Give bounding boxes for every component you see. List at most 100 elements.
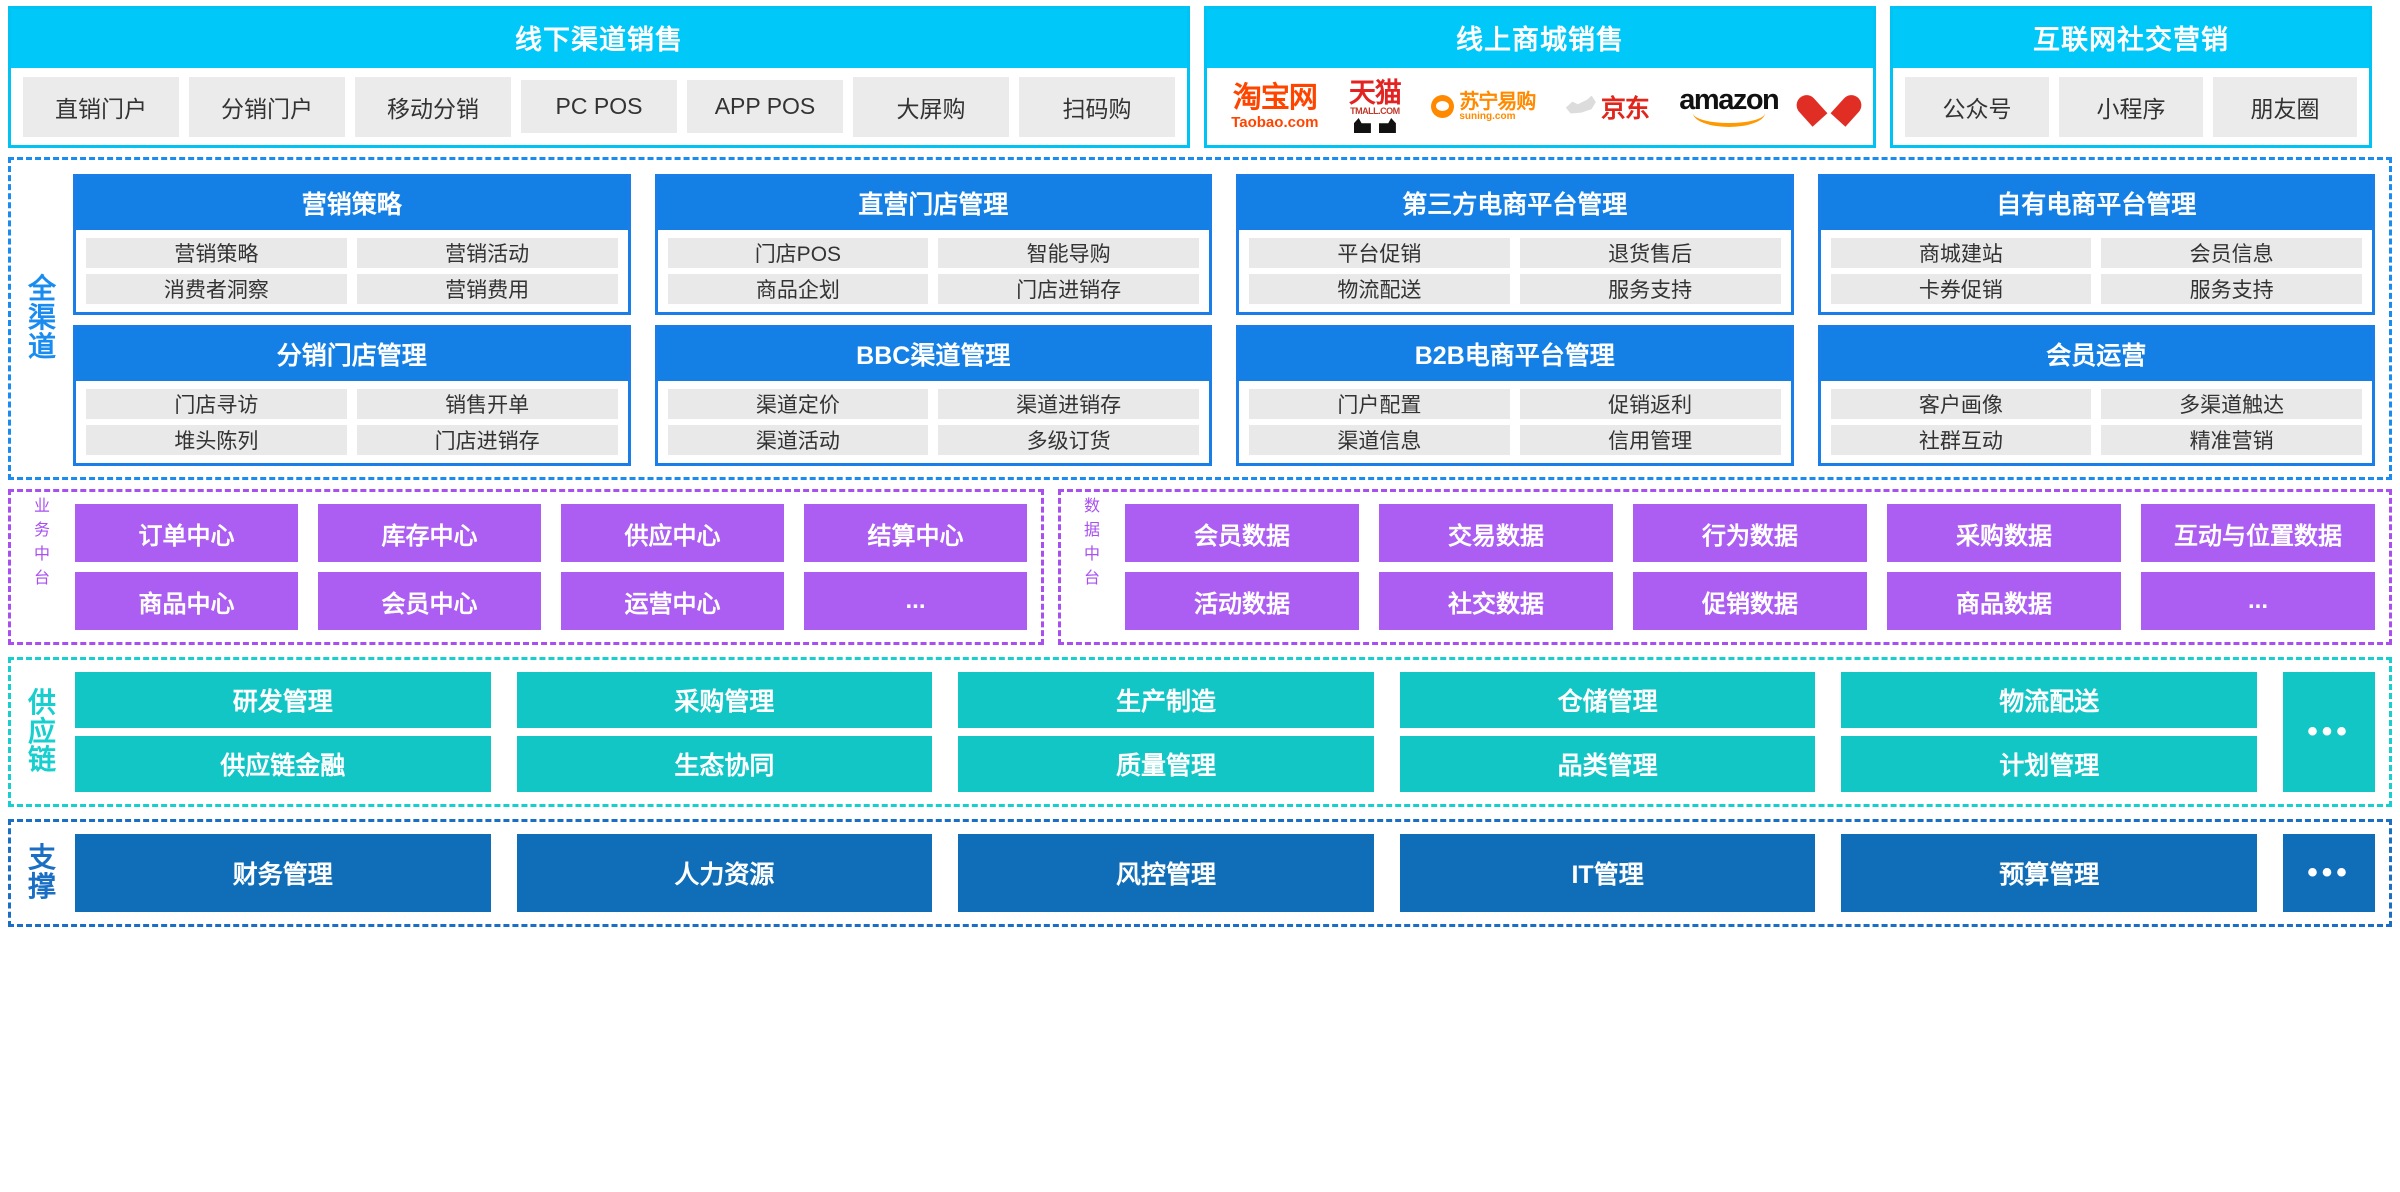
module-item[interactable]: 门店进销存 xyxy=(938,274,1199,304)
channel-chip-app-pos[interactable]: APP POS xyxy=(687,80,843,133)
data-tile-member-data[interactable]: 会员数据 xyxy=(1125,504,1359,562)
module-title: 营销策略 xyxy=(76,177,628,230)
supply-tile-quality-management[interactable]: 质量管理 xyxy=(958,736,1374,792)
module-item[interactable]: 服务支持 xyxy=(1519,274,1781,304)
supply-tile-procurement-management[interactable]: 采购管理 xyxy=(516,672,933,728)
data-label-char-1: 数 xyxy=(1083,498,1100,515)
business-platform-box: 业 务 中 台 订单中心 库存中心 供应中心 结算中心 商品中心 会员中心 运营… xyxy=(8,489,1044,645)
module-item[interactable]: 精准营销 xyxy=(2101,425,2362,455)
module-item[interactable]: 信用管理 xyxy=(1519,425,1781,455)
module-item[interactable]: 渠道活动 xyxy=(667,425,929,455)
module-item[interactable]: 退货售后 xyxy=(1519,238,1781,268)
channel-chip-bigscreen-buy[interactable]: 大屏购 xyxy=(853,76,1009,137)
module-item[interactable]: 卡券促销 xyxy=(1830,274,2092,304)
data-tile-campaign-data[interactable]: 活动数据 xyxy=(1125,572,1359,630)
data-tile-more[interactable]: ... xyxy=(2141,572,2375,630)
data-tile-promotion-data[interactable]: 促销数据 xyxy=(1633,572,1867,630)
supply-tile-planning-management[interactable]: 计划管理 xyxy=(1841,736,2257,792)
module-item[interactable]: 服务支持 xyxy=(2101,274,2362,304)
supply-tile-category-management[interactable]: 品类管理 xyxy=(1399,736,1816,792)
data-tile-product-data[interactable]: 商品数据 xyxy=(1887,572,2121,630)
module-title: 第三方电商平台管理 xyxy=(1239,177,1791,230)
channel-chip-distribution-portal[interactable]: 分销门户 xyxy=(189,76,345,137)
supply-tile-manufacturing[interactable]: 生产制造 xyxy=(958,672,1374,728)
module-item[interactable]: 渠道信息 xyxy=(1249,425,1510,455)
amazon-logo-text: amazon xyxy=(1679,84,1779,116)
channel-chip-direct-portal[interactable]: 直销门户 xyxy=(23,76,179,137)
module-item[interactable]: 渠道定价 xyxy=(667,389,929,419)
omnichannel-label-char-2: 渠 xyxy=(27,302,56,334)
module-item[interactable]: 商品企划 xyxy=(667,274,929,304)
module-items: 渠道定价 渠道进销存 渠道活动 多级订货 xyxy=(658,381,1210,463)
module-item[interactable]: 平台促销 xyxy=(1249,238,1510,268)
module-item[interactable]: 促销返利 xyxy=(1519,389,1781,419)
module-item[interactable]: 社群互动 xyxy=(1830,425,2092,455)
supply-tile-logistics-delivery[interactable]: 物流配送 xyxy=(1841,672,2257,728)
business-tile-product-center[interactable]: 商品中心 xyxy=(75,572,298,630)
social-marketing-title: 互联网社交营销 xyxy=(1893,9,2369,68)
supply-tile-supply-chain-finance[interactable]: 供应链金融 xyxy=(75,736,491,792)
data-tile-procurement-data[interactable]: 采购数据 xyxy=(1887,504,2121,562)
support-tile-budget-management[interactable]: 预算管理 xyxy=(1841,834,2257,912)
module-item[interactable]: 堆头陈列 xyxy=(86,425,347,455)
business-tile-order-center[interactable]: 订单中心 xyxy=(75,504,298,562)
module-card-third-party-ecommerce: 第三方电商平台管理 平台促销 退货售后 物流配送 服务支持 xyxy=(1236,174,1794,315)
module-item[interactable]: 会员信息 xyxy=(2101,238,2362,268)
module-item[interactable]: 渠道进销存 xyxy=(938,389,1199,419)
module-item[interactable]: 门店进销存 xyxy=(356,425,618,455)
module-item[interactable]: 门户配置 xyxy=(1249,389,1510,419)
module-card-distribution-store-management: 分销门店管理 门店寻访 销售开单 堆头陈列 门店进销存 xyxy=(73,325,631,466)
support-band: 支 撑 财务管理 人力资源 风控管理 IT管理 预算管理 ••• xyxy=(8,819,2392,927)
business-tile-more[interactable]: ... xyxy=(804,572,1027,630)
support-label-char-2: 撑 xyxy=(27,871,56,902)
module-items: 门店寻访 销售开单 堆头陈列 门店进销存 xyxy=(76,381,628,463)
data-tile-behavior-data[interactable]: 行为数据 xyxy=(1633,504,1867,562)
support-tile-finance-management[interactable]: 财务管理 xyxy=(75,834,491,912)
supply-tile-warehouse-management[interactable]: 仓储管理 xyxy=(1399,672,1816,728)
jd-logo-text: 京东 xyxy=(1600,94,1650,123)
data-tile-social-data[interactable]: 社交数据 xyxy=(1379,572,1613,630)
supply-tile-more[interactable]: ••• xyxy=(2283,672,2375,792)
module-item[interactable]: 门店寻访 xyxy=(86,389,347,419)
module-item[interactable]: 销售开单 xyxy=(356,389,618,419)
business-label-char-2: 务 xyxy=(33,522,50,539)
module-item[interactable]: 客户画像 xyxy=(1830,389,2092,419)
data-tile-transaction-data[interactable]: 交易数据 xyxy=(1379,504,1613,562)
module-item[interactable]: 消费者洞察 xyxy=(86,274,347,304)
support-tile-human-resources[interactable]: 人力资源 xyxy=(516,834,933,912)
support-tile-more[interactable]: ••• xyxy=(2283,834,2375,912)
channel-chip-mini-program[interactable]: 小程序 xyxy=(2059,76,2203,137)
channel-chip-official-account[interactable]: 公众号 xyxy=(1905,76,2049,137)
suning-logo-domain: suning.com xyxy=(1459,110,1516,122)
support-label: 支 撑 xyxy=(11,822,73,924)
business-tile-operations-center[interactable]: 运营中心 xyxy=(561,572,784,630)
module-title: 分销门店管理 xyxy=(76,328,628,381)
module-item[interactable]: 商城建站 xyxy=(1830,238,2092,268)
data-label-char-3: 中 xyxy=(1083,546,1100,563)
supply-tile-ecosystem-collaboration[interactable]: 生态协同 xyxy=(516,736,933,792)
module-item[interactable]: 多渠道触达 xyxy=(2101,389,2362,419)
business-tile-supply-center[interactable]: 供应中心 xyxy=(561,504,784,562)
module-item[interactable]: 营销活动 xyxy=(356,238,618,268)
channel-chip-scan-buy[interactable]: 扫码购 xyxy=(1019,76,1175,137)
channel-chip-pc-pos[interactable]: PC POS xyxy=(521,80,677,133)
data-platform-box: 数 据 中 台 会员数据 交易数据 行为数据 采购数据 互动与位置数据 活动数据… xyxy=(1058,489,2392,645)
data-platform-grid: 会员数据 交易数据 行为数据 采购数据 互动与位置数据 活动数据 社交数据 促销… xyxy=(1123,492,2389,642)
data-tile-interaction-location-data[interactable]: 互动与位置数据 xyxy=(2141,504,2375,562)
business-tile-settlement-center[interactable]: 结算中心 xyxy=(804,504,1027,562)
module-item[interactable]: 智能导购 xyxy=(938,238,1199,268)
module-item[interactable]: 营销策略 xyxy=(86,238,347,268)
channel-chip-moments[interactable]: 朋友圈 xyxy=(2213,76,2357,137)
support-tile-it-management[interactable]: IT管理 xyxy=(1399,834,1816,912)
business-tile-inventory-center[interactable]: 库存中心 xyxy=(318,504,541,562)
offline-channel-title: 线下渠道销售 xyxy=(11,9,1187,68)
module-item[interactable]: 营销费用 xyxy=(356,274,618,304)
module-title: 会员运营 xyxy=(1820,328,2372,381)
supply-tile-rd-management[interactable]: 研发管理 xyxy=(75,672,491,728)
channel-chip-mobile-distribution[interactable]: 移动分销 xyxy=(355,76,511,137)
module-item[interactable]: 门店POS xyxy=(667,238,929,268)
support-tile-risk-management[interactable]: 风控管理 xyxy=(958,834,1374,912)
business-tile-member-center[interactable]: 会员中心 xyxy=(318,572,541,630)
module-item[interactable]: 物流配送 xyxy=(1249,274,1510,304)
module-item[interactable]: 多级订货 xyxy=(938,425,1199,455)
